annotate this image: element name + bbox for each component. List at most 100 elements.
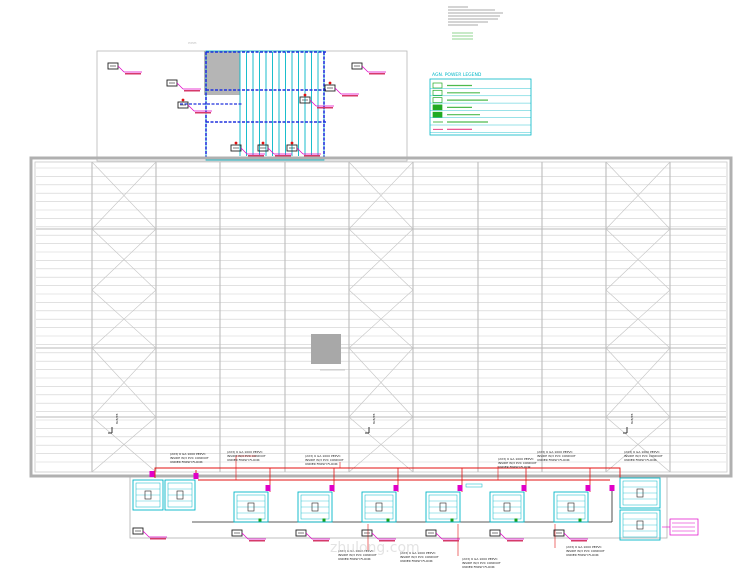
machine-frame [553,491,589,523]
bracing-line [348,416,414,473]
device-tag [248,155,264,157]
leader-line [305,532,313,540]
conduit-note-line: (2X3) 6 GA 1000 PEPVC [305,454,341,458]
machine-core [144,490,152,500]
symbol-filled-icon [432,111,443,118]
junction-box-icon [609,485,615,491]
bracing-line [605,228,671,291]
device-tag [369,73,385,75]
machine-frame [361,491,397,523]
bracing-line [605,347,671,418]
device-tag [304,155,320,157]
machine-core [176,490,184,500]
conduit-note-line: INSIDE W/3 PVC CONDUIT [227,454,266,458]
legend-frame [429,78,532,136]
bay-marker: 8x8/78 [365,413,376,434]
feeder-wire [154,467,621,478]
bay-label: 8x8/78 [372,413,376,424]
outlet-device-icon [166,79,201,92]
conduit-note-line: (2X3) 6 GA 1000 PEPVC [338,549,374,553]
machine-unit [619,509,661,541]
warehouse-inner-wall [34,161,728,473]
bracing-line [605,416,671,473]
conduit-note-line: UNDER FINISH FLOOR [170,460,203,464]
conduit-note-line: (2X3) 6 GA 1000 PEPVC [537,450,573,454]
note-leader [235,455,256,480]
machine-unit [132,479,164,511]
conduit-note-line: (2X3) 6 GA 1000 PEPVC [498,457,534,461]
machine-core [375,502,383,512]
machine-frame [233,491,269,523]
machine-unit [164,479,196,511]
conduit-note-line: UNDER FINISH FLOOR [624,458,657,462]
bracing-line [348,228,414,291]
outlet-device-icon [231,529,266,542]
junction-box-icon [393,485,399,491]
cyan-tag [465,483,483,488]
conduit-note-line: (2X3) 6 GA 1000 PEPVC [400,551,436,555]
bracing-line [91,347,157,418]
leader-line [309,99,317,107]
conduit-note-line: INSIDE W/3 PVC CONDUIT [305,458,344,462]
machine-frame [297,491,333,523]
machine-unit [619,477,661,509]
conduit-note-line: (2X3) 6 GA 1000 PEPVC [624,450,660,454]
outlet-device-icon [107,62,142,75]
machine-frame [619,509,661,541]
leader-line [296,147,304,155]
leader-line [563,532,571,540]
machine-unit [425,491,461,523]
bracing-line [348,289,414,349]
leader-line [499,532,507,540]
bay-marker: 8x8/78 [623,413,634,434]
legend-row [430,104,531,111]
conduit-note-line: INSIDE W/3 PVC CONDUIT [462,561,501,565]
conduit-note-line: UNDER FINISH FLOOR [566,553,599,557]
outlet-device-icon [299,93,334,109]
leader-line [117,65,125,73]
stair-block-main [311,334,341,364]
outlet-device-icon [351,62,386,75]
conduit-note-line: INSIDE W/3 PVC CONDUIT [624,454,663,458]
legend-row [430,111,531,118]
outlet-device-icon [177,98,212,114]
rack-outline [205,50,325,161]
junction-box-icon [149,471,155,477]
upper-plan: ▭▭▭ [96,41,408,162]
conduit-note-line: UNDER FINISH FLOOR [498,465,531,469]
upper-plan-outline [96,50,408,162]
outlet-device-icon [132,527,167,540]
machine-unit [233,491,269,523]
upper-tag: ▭▭▭ [188,41,197,45]
junction-box-icon [457,485,463,491]
outlet-device-icon [257,141,292,157]
device-tag [443,540,459,542]
outlet-device-icon [286,141,321,157]
machine-unit [553,491,589,523]
bracing-line [91,228,157,291]
junction-box-icon [585,485,591,491]
machine-frame [425,491,461,523]
symbol-box-icon [432,89,443,96]
conduit-note-line: UNDER FINISH FLOOR [305,462,338,466]
device-tag [125,73,141,75]
device-marker [181,98,185,102]
legend-row [430,82,531,89]
machine-core [311,502,319,512]
device-marker [261,141,265,145]
bracing-line [348,347,414,418]
outlet-device-icon [324,81,359,97]
machine-frame [132,479,164,511]
leader-line [187,104,195,112]
device-tag [571,540,587,542]
leader-line [142,530,150,538]
junction-box-icon [329,485,335,491]
machine-area-outline [129,475,668,539]
